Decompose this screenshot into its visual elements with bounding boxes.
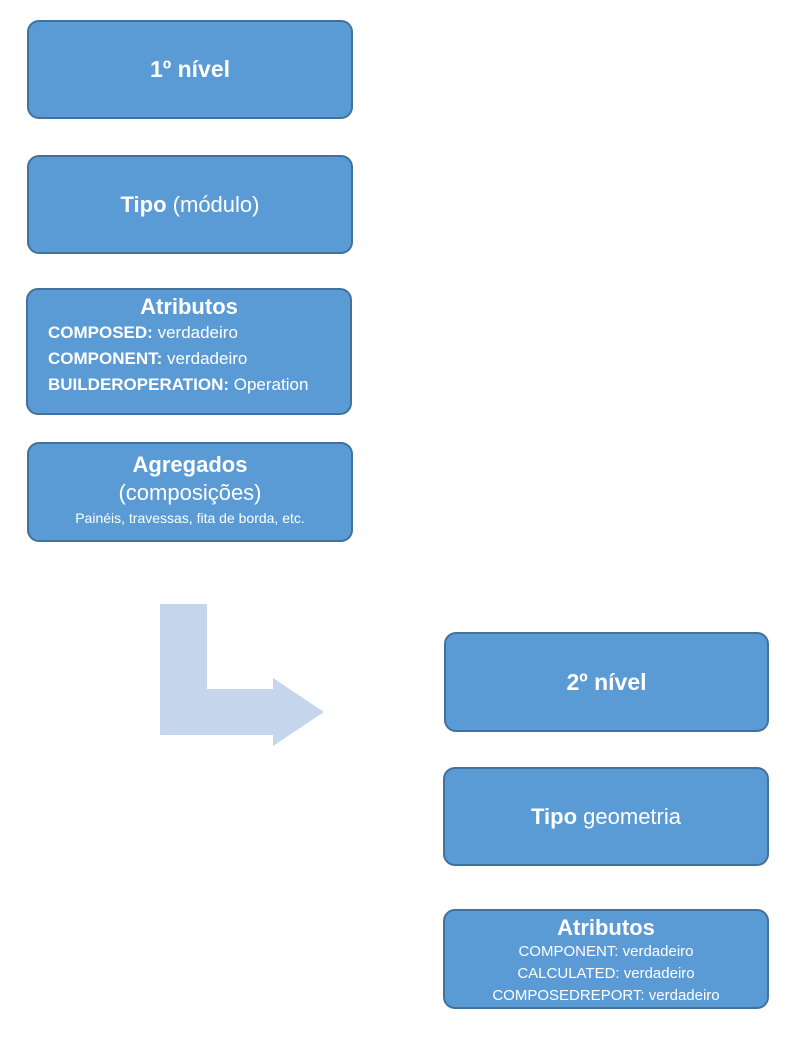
level1-type-box: Tipo (módulo) (27, 155, 353, 254)
level1-type-bold: Tipo (120, 191, 167, 217)
level1-attribute-composed: COMPOSED: verdadeiro (48, 323, 238, 342)
level1-type-rest: (módulo) (172, 191, 260, 217)
level1-aggregates-detail: Painéis, travessas, fita de borda, etc. (75, 510, 305, 526)
level2-attribute-component: COMPONENT: verdadeiro (518, 943, 694, 960)
level2-type-rest: geometria (583, 803, 681, 829)
level2-type-bold: Tipo (531, 803, 578, 829)
level2-attribute-calculated: CALCULATED: verdadeiro (517, 965, 695, 982)
level1-attributes-heading: Atributos (140, 294, 238, 319)
level2-attribute-composedreport: COMPOSEDREPORT: verdadeiro (492, 987, 720, 1004)
level2-type-text: Tipo geometria (531, 804, 681, 830)
level1-attribute-component: COMPONENT: verdadeiro (48, 349, 248, 368)
level1-aggregates-subheading: (composições) (118, 480, 262, 505)
level1-heading-box: 1º nível (27, 20, 353, 119)
level2-heading: 2º nível (566, 668, 647, 695)
level2-heading-box: 2º nível (444, 632, 769, 732)
level1-attributes-box: Atributos COMPOSED: verdadeiro COMPONENT… (26, 288, 352, 415)
level2-attributes-heading: Atributos (557, 915, 655, 940)
level2-attributes-list: COMPONENT: verdadeiro CALCULATED: verdad… (492, 941, 719, 1007)
bent-arrow-shape (160, 604, 324, 746)
level1-type-text: Tipo (módulo) (121, 192, 260, 218)
level1-aggregates-box: Agregados (composições) Painéis, travess… (27, 442, 353, 542)
level1-heading: 1º nível (150, 56, 230, 82)
level2-attributes-box: Atributos COMPONENT: verdadeiro CALCULAT… (443, 909, 769, 1009)
level2-type-box: Tipo geometria (443, 767, 769, 866)
level1-attributes-list: COMPOSED: verdadeiro COMPONENT: verdadei… (28, 320, 308, 398)
level1-attribute-builderoperation: BUILDEROPERATION: Operation (48, 375, 309, 394)
level1-aggregates-heading: Agregados (132, 452, 248, 477)
